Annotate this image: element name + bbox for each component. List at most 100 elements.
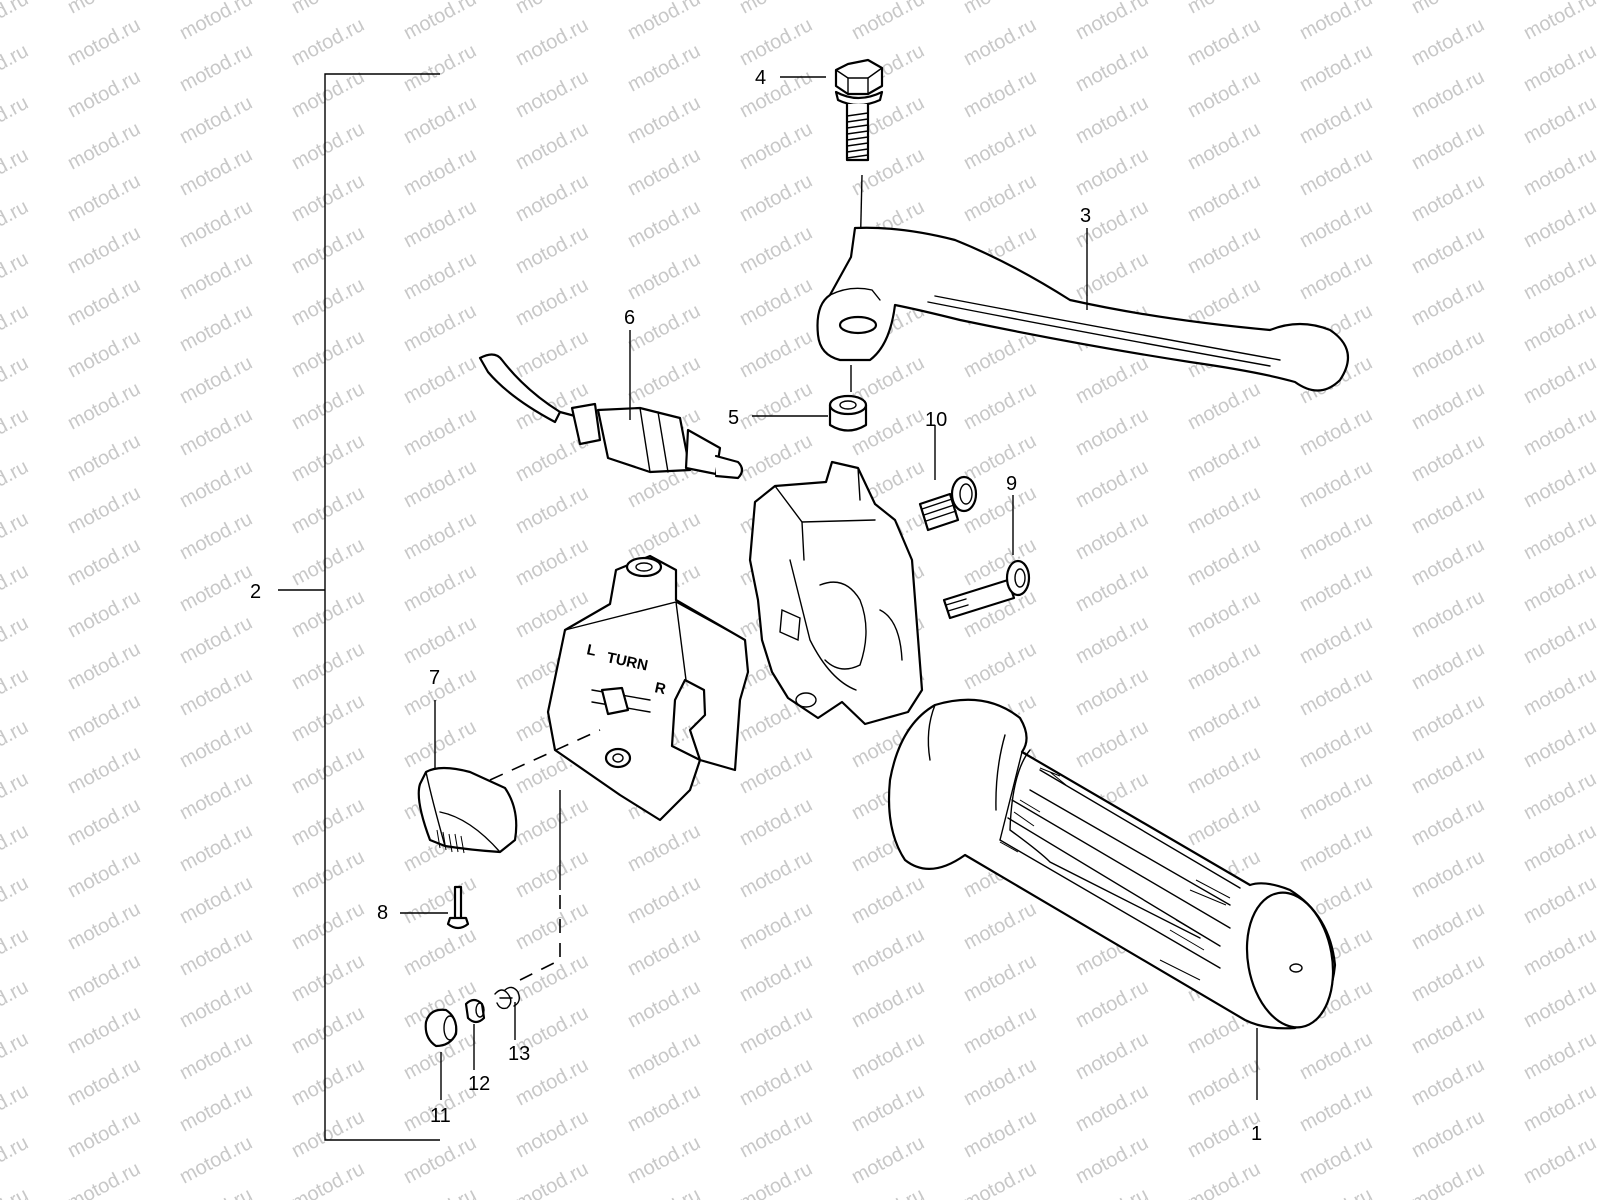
watermark-text: motod.ru <box>400 0 480 44</box>
watermark-text: motod.ru <box>736 1002 816 1058</box>
watermark-text: motod.ru <box>0 872 32 928</box>
watermark-text: motod.ru <box>64 846 144 902</box>
watermark-text: motod.ru <box>64 586 144 642</box>
watermark-text: motod.ru <box>0 560 32 616</box>
watermark-text: motod.ru <box>960 1158 1040 1200</box>
watermark-text: motod.ru <box>960 430 1040 486</box>
watermark-text: motod.ru <box>624 248 704 304</box>
watermark-text: motod.ru <box>1296 196 1376 252</box>
watermark-text: motod.ru <box>176 924 256 980</box>
watermark-text: motod.ru <box>400 612 480 668</box>
watermark-text: motod.ru <box>1408 742 1488 798</box>
watermark-text: motod.ru <box>64 898 144 954</box>
watermark-text: motod.ru <box>1184 742 1264 798</box>
watermark-text: motod.ru <box>1184 14 1264 70</box>
housing-marking-left: L <box>585 641 598 660</box>
watermark-text: motod.ru <box>512 222 592 278</box>
watermark-text: motod.ru <box>1520 404 1600 460</box>
watermark-text: motod.ru <box>400 404 480 460</box>
watermark-text: motod.ru <box>288 586 368 642</box>
watermark-text: motod.ru <box>288 1158 368 1200</box>
watermark-text: motod.ru <box>624 196 704 252</box>
watermark-text: motod.ru <box>0 924 32 980</box>
watermark-text: motod.ru <box>1520 0 1600 44</box>
grip-drawing <box>887 698 1337 1030</box>
watermark-text: motod.ru <box>1408 1158 1488 1200</box>
watermark-text: motod.ru <box>288 378 368 434</box>
watermark-text: motod.ru <box>400 560 480 616</box>
watermark-text: motod.ru <box>1072 144 1152 200</box>
callout-6: 6 <box>624 307 635 329</box>
watermark-text: motod.ru <box>1520 820 1600 876</box>
callout-1: 1 <box>1251 1123 1262 1145</box>
watermark-text: motod.ru <box>64 950 144 1006</box>
watermark-text: motod.ru <box>176 716 256 772</box>
watermark-text: motod.ru <box>400 196 480 252</box>
watermark-text: motod.ru <box>512 482 592 538</box>
watermark-text: motod.ru <box>960 118 1040 174</box>
watermark-text: motod.ru <box>1296 404 1376 460</box>
watermark-text: motod.ru <box>1520 924 1600 980</box>
watermark-text: motod.ru <box>1072 976 1152 1032</box>
watermark-text: motod.ru <box>176 508 256 564</box>
watermark-text: motod.ru <box>400 924 480 980</box>
watermark-text: motod.ru <box>736 430 816 486</box>
watermark-text: motod.ru <box>1072 716 1152 772</box>
callout-7: 7 <box>429 667 440 689</box>
watermark-text: motod.ru <box>1408 586 1488 642</box>
watermark-text: motod.ru <box>1296 144 1376 200</box>
watermark-text: motod.ru <box>1296 1132 1376 1188</box>
watermark-text: motod.ru <box>176 456 256 512</box>
watermark-text: motod.ru <box>512 274 592 330</box>
watermark-text: motod.ru <box>0 248 32 304</box>
watermark-text: motod.ru <box>0 820 32 876</box>
watermark-text: motod.ru <box>0 300 32 356</box>
watermark-text: motod.ru <box>1520 456 1600 512</box>
watermark-text: motod.ru <box>1408 274 1488 330</box>
watermark-text: motod.ru <box>1184 118 1264 174</box>
watermark-text: motod.ru <box>960 378 1040 434</box>
watermark-text: motod.ru <box>848 1028 928 1084</box>
watermark-text: motod.ru <box>736 950 816 1006</box>
watermark-text: motod.ru <box>512 1158 592 1200</box>
watermark-text: motod.ru <box>960 66 1040 122</box>
watermark-text: motod.ru <box>1520 664 1600 720</box>
watermark-text: motod.ru <box>0 404 32 460</box>
watermark-text: motod.ru <box>1184 586 1264 642</box>
watermark-text: motod.ru <box>1296 1080 1376 1136</box>
watermark-text: motod.ru <box>64 14 144 70</box>
callout-numbers: 1 2 3 4 5 6 7 8 9 10 11 12 13 <box>250 67 1262 1145</box>
watermark-text: motod.ru <box>736 274 816 330</box>
watermark-text: motod.ru <box>1408 690 1488 746</box>
upper-housing-drawing <box>748 460 924 726</box>
watermark-text: motod.ru <box>1520 612 1600 668</box>
watermark-text: motod.ru <box>1072 352 1152 408</box>
watermark-text: motod.ru <box>624 1028 704 1084</box>
watermark-text: motod.ru <box>848 976 928 1032</box>
watermark-text: motod.ru <box>1072 404 1152 460</box>
watermark-text: motod.ru <box>624 1080 704 1136</box>
watermark-text: motod.ru <box>176 872 256 928</box>
watermark-text: motod.ru <box>960 1106 1040 1162</box>
watermark-text: motod.ru <box>1520 92 1600 148</box>
watermark-text: motod.ru <box>176 1080 256 1136</box>
watermark-text: motod.ru <box>64 638 144 694</box>
watermark-text: motod.ru <box>0 1132 32 1188</box>
watermark-text: motod.ru <box>176 0 256 44</box>
watermark-text: motod.ru <box>1296 820 1376 876</box>
watermark-text: motod.ru <box>1520 716 1600 772</box>
assembly-bracket <box>278 73 440 1141</box>
watermark-text: motod.ru <box>1296 768 1376 824</box>
watermark-text: motod.ru <box>288 430 368 486</box>
watermark-text: motod.ru <box>64 1002 144 1058</box>
watermark-text: motod.ru <box>624 92 704 148</box>
horn-button-drawing <box>464 998 486 1024</box>
watermark-text: motod.ru <box>1072 1080 1152 1136</box>
watermark-text: motod.ru <box>1184 534 1264 590</box>
watermark-text: motod.ru <box>512 1106 592 1162</box>
watermark-text: motod.ru <box>736 898 816 954</box>
watermark-text: motod.ru <box>288 638 368 694</box>
watermark-text: motod.ru <box>512 534 592 590</box>
watermark-text: motod.ru <box>0 92 32 148</box>
turn-knob-drawing <box>417 766 518 854</box>
